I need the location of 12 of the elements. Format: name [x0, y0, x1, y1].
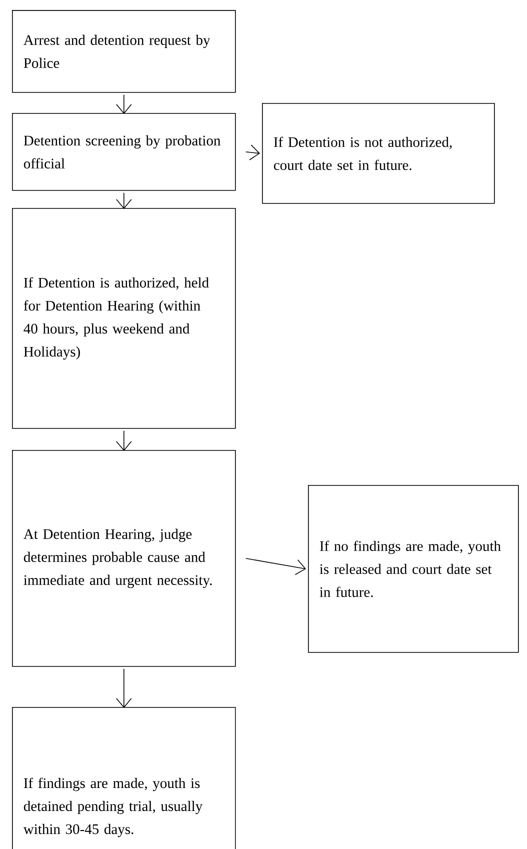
- process-box: If findings are made, youth is detained pending trial, usually within 30-45 days.: [12, 707, 236, 849]
- arrow: [116, 94, 132, 114]
- process-box: At Detention Hearing, judge determines probable cause and immediate and urgent necessity.: [12, 450, 236, 667]
- process-box: If no findings are made, youth is released and court date set in future.: [308, 485, 519, 653]
- arrow: [116, 430, 132, 451]
- process-box: Detention screening by probation official: [12, 113, 236, 191]
- arrow: [245, 558, 306, 576]
- process-box: If Detention is authorized, held for Detention Hearing (within 40 hours, plus weekend and Holidays): [12, 208, 236, 429]
- arrow: [116, 668, 132, 708]
- process-box: If Detention is not authorized, court date set in future.: [262, 103, 495, 204]
- arrow: [116, 192, 132, 209]
- process-box: Arrest and detention request by Police: [12, 10, 236, 93]
